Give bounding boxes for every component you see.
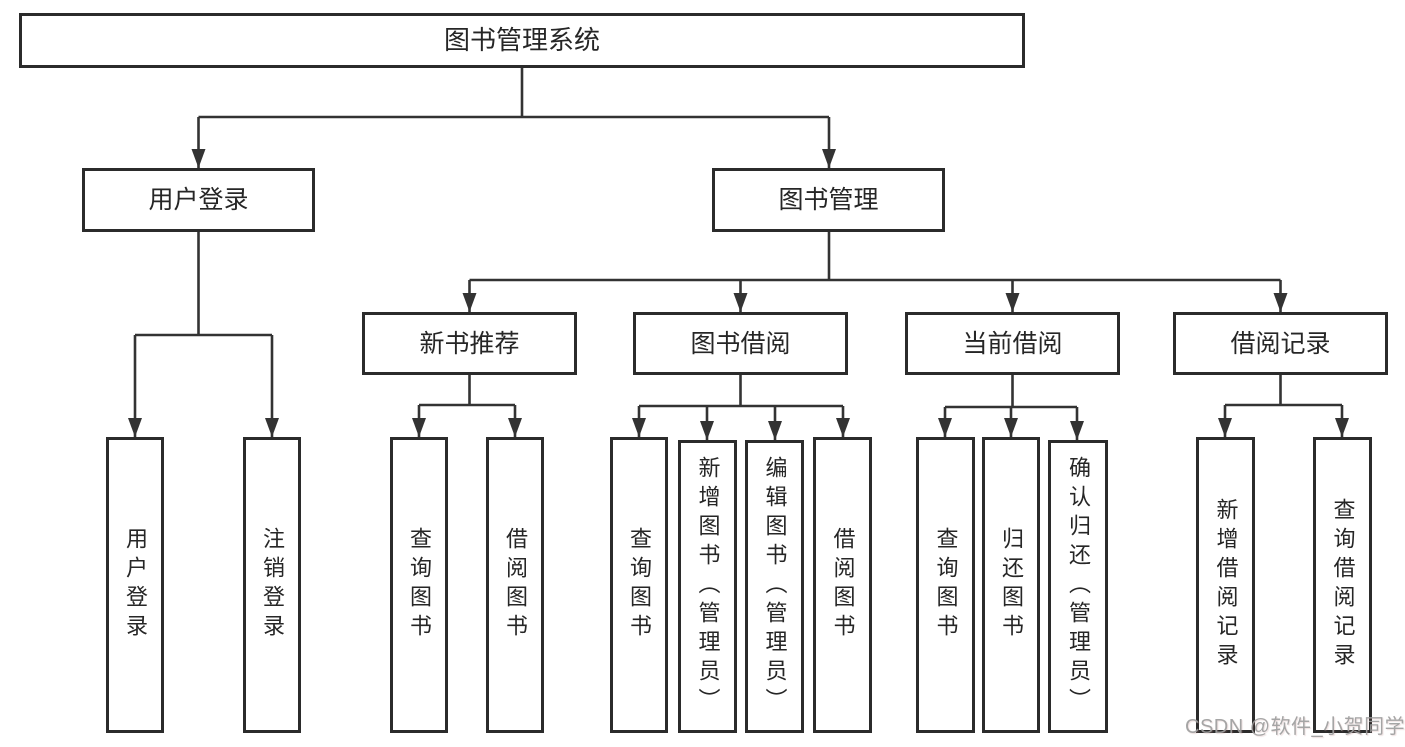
- node-add-borrow-record: 新增借阅记录: [1196, 437, 1255, 733]
- node-label: 查询图书: [933, 527, 959, 643]
- node-book-borrow: 图书借阅: [633, 312, 848, 375]
- node-new-book-recommend: 新书推荐: [362, 312, 577, 375]
- node-label: 注销登录: [260, 527, 285, 643]
- node-add-book: 新增图书（管理员）: [678, 440, 737, 733]
- node-current-borrow: 当前借阅: [905, 312, 1120, 375]
- node-label: 编辑图书（管理员）: [762, 456, 788, 717]
- node-label: 图书管理: [778, 186, 879, 214]
- node-query-books-1: 查询图书: [390, 437, 448, 733]
- node-label: 借阅图书: [503, 527, 528, 643]
- node-label: 用户登录: [123, 527, 148, 643]
- node-book-management: 图书管理: [712, 168, 945, 232]
- node-borrow-books-1: 借阅图书: [486, 437, 544, 733]
- node-label: 借阅记录: [1230, 329, 1331, 358]
- node-label: 图书管理系统: [443, 24, 600, 55]
- node-logout: 注销登录: [243, 437, 301, 733]
- node-label: 查询图书: [627, 527, 652, 643]
- node-label: 查询借阅记录: [1330, 498, 1356, 672]
- node-label: 图书借阅: [690, 329, 791, 358]
- node-query-books-3: 查询图书: [916, 437, 975, 733]
- node-label: 查询图书: [407, 527, 432, 643]
- node-user-login: 用户登录: [82, 168, 315, 232]
- node-label: 归还图书: [999, 527, 1024, 643]
- node-user-login-leaf: 用户登录: [106, 437, 164, 733]
- node-confirm-return: 确认归还（管理员）: [1048, 440, 1108, 733]
- node-borrow-books-2: 借阅图书: [813, 437, 872, 733]
- node-edit-book: 编辑图书（管理员）: [745, 440, 804, 733]
- node-label: 当前借阅: [962, 329, 1063, 358]
- node-label: 借阅图书: [830, 527, 856, 643]
- node-root: 图书管理系统: [19, 13, 1025, 68]
- node-return-book: 归还图书: [982, 437, 1040, 733]
- node-label: 用户登录: [148, 186, 249, 214]
- node-label: 新增图书（管理员）: [695, 456, 721, 717]
- node-borrow-record: 借阅记录: [1173, 312, 1388, 375]
- node-query-books-2: 查询图书: [610, 437, 668, 733]
- node-label: 新书推荐: [419, 329, 520, 358]
- node-query-borrow-record: 查询借阅记录: [1313, 437, 1372, 733]
- node-label: 确认归还（管理员）: [1066, 456, 1091, 717]
- node-label: 新增借阅记录: [1213, 498, 1239, 672]
